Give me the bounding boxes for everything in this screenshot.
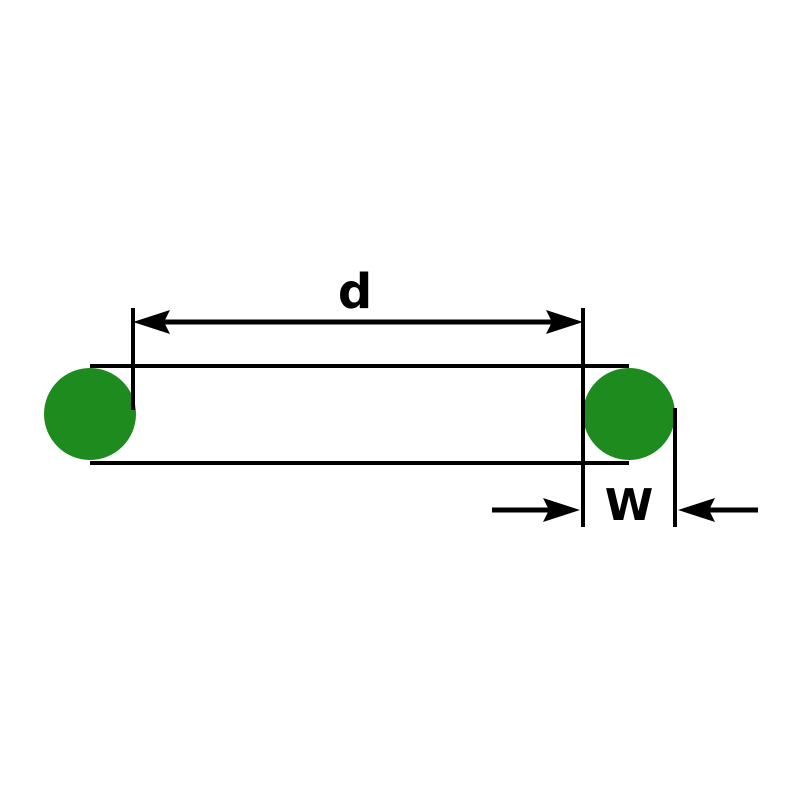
dimension-d-label: d	[338, 264, 372, 320]
oring-right-cross-section-circle	[583, 368, 675, 460]
dimension-d-arrowhead-right	[546, 310, 583, 334]
dimension-w-right-arrowhead	[678, 498, 715, 522]
dimension-w-left-arrowhead	[543, 498, 580, 522]
oring-left-cross-section-circle	[44, 368, 136, 460]
dimension-d-arrowhead-left	[133, 310, 170, 334]
dimension-w-label: W	[605, 480, 654, 531]
